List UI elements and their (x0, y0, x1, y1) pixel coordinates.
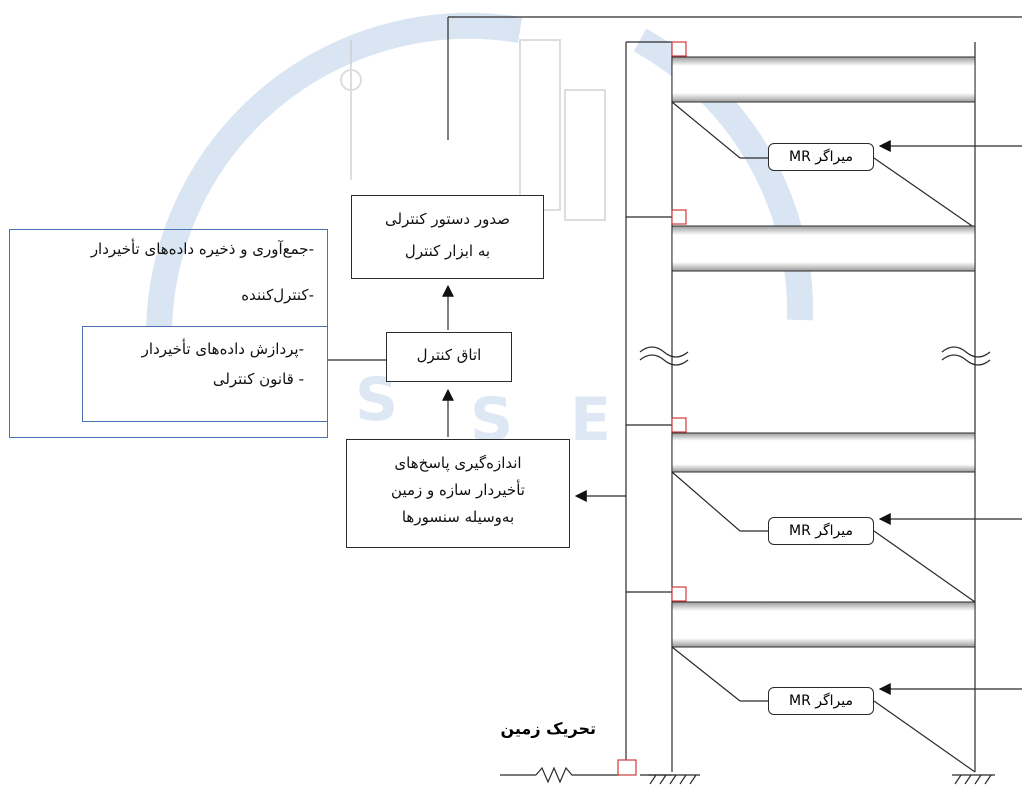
note-collect-store: -جمع‌آوری و ذخیره داده‌های تأخیردار (90, 240, 314, 258)
note-controller: -کنترل‌کننده (241, 286, 314, 304)
measure-line2: تأخیردار سازه و زمین (391, 481, 525, 499)
control-room-box (386, 332, 512, 382)
control-room-label: اتاق کنترل (416, 346, 482, 364)
sensor-1 (671, 41, 687, 57)
ground-motion-label: تحریک زمین (500, 719, 597, 738)
command-box (351, 195, 544, 279)
command-line2: به ابزار کنترل (404, 242, 491, 260)
measurement-box (346, 439, 570, 548)
sensor-4 (671, 586, 687, 602)
mr-damper-2: میراگر MR (768, 517, 874, 545)
floor-slab-1 (671, 56, 976, 103)
measure-line3: به‌وسیله سنسورها (401, 508, 515, 526)
floor-slab-3 (671, 432, 976, 473)
mr-damper-3: میراگر MR (768, 687, 874, 715)
sensor-3 (671, 417, 687, 433)
floor-slab-2 (671, 225, 976, 272)
mr-damper-1: میراگر MR (768, 143, 874, 171)
note-control-law: - قانون کنترلی (212, 370, 304, 388)
measure-line1: اندازه‌گیری پاسخ‌های (394, 454, 522, 472)
svg-text:E: E (570, 385, 611, 455)
floor-slab-4 (671, 601, 976, 648)
processing-notes-box (82, 326, 328, 422)
sensor-ground (617, 759, 637, 776)
command-line1: صدور دستور کنترلی (385, 210, 510, 228)
sensor-2 (671, 209, 687, 225)
note-processing: -پردازش داده‌های تأخیردار (141, 340, 304, 358)
